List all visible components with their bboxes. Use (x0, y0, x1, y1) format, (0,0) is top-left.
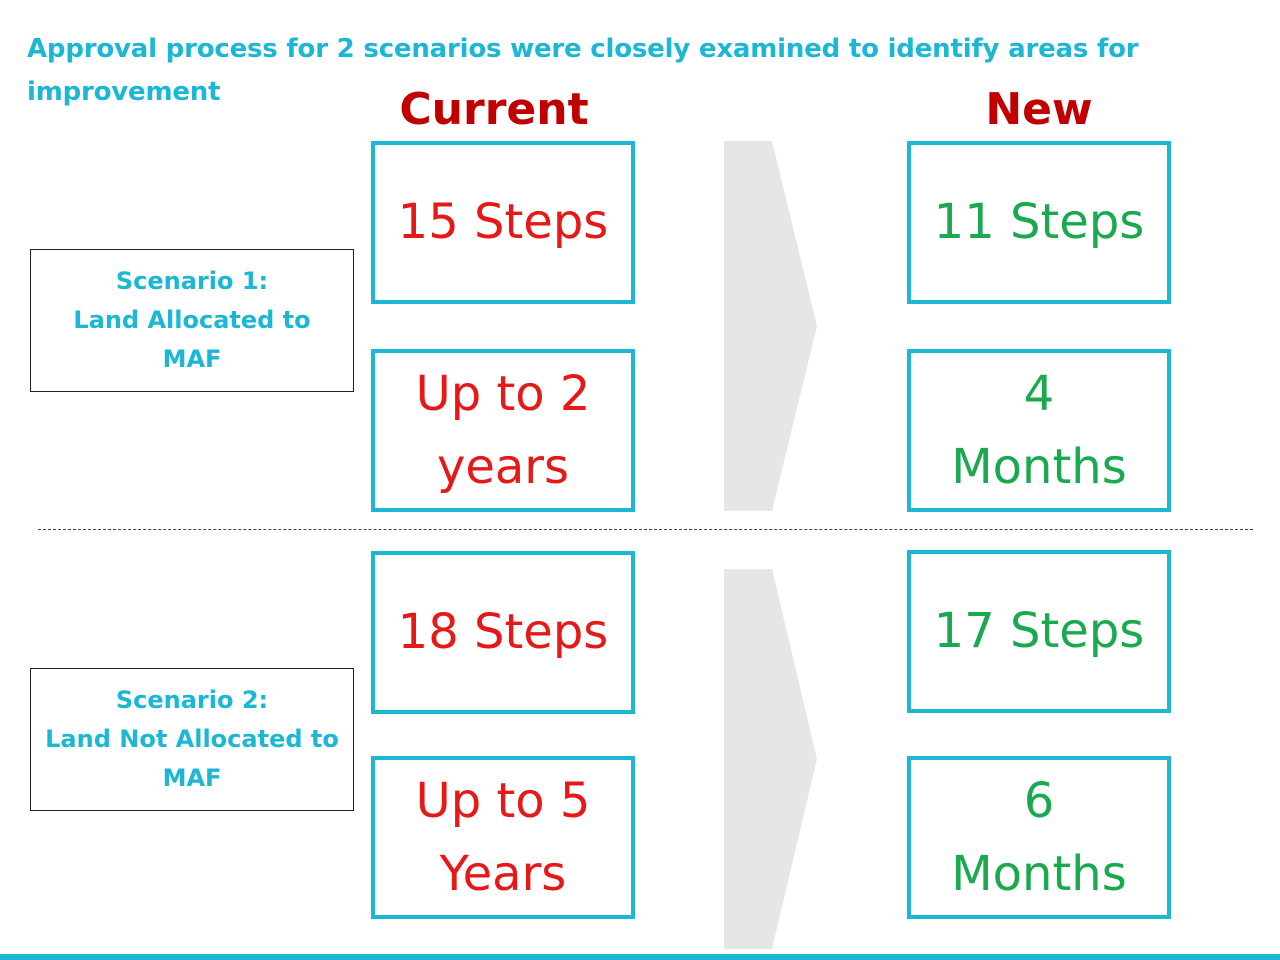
scenario-2-new-steps: 17 Steps (907, 550, 1171, 713)
scenario-1-new-steps: 11 Steps (907, 141, 1171, 304)
scenario-1-label: Scenario 1: Land Allocated to MAF (30, 249, 354, 392)
scenario-1-desc-line: MAF (162, 345, 222, 373)
scenario-1-title: Scenario 1: (115, 267, 269, 295)
scenario-1-desc-line: Land Allocated to (73, 306, 311, 334)
scenario-1-new-steps-value: 11 Steps (933, 194, 1145, 250)
scenario-2-desc-line: Land Not Allocated to (45, 725, 339, 753)
scenario-1-current-duration-line: Up to 2 (415, 365, 591, 422)
scenario-1-current-duration: Up to 2 years (371, 349, 635, 512)
footer-accent-bar (0, 954, 1280, 960)
scenario-2-current-duration: Up to 5 Years (371, 756, 635, 919)
slide-title: Approval process for 2 scenarios were cl… (27, 34, 1139, 107)
new-column-header: New (985, 84, 1093, 135)
scenario-2-new-duration-line: 6 (1023, 772, 1055, 829)
scenario-1-current-duration-line: years (436, 438, 570, 495)
scenario-1-new-duration: 4 Months (907, 349, 1171, 512)
scenario-2-new-duration: 6 Months (907, 756, 1171, 919)
chevron-arrow-shape (724, 141, 817, 511)
scenario-2-current-duration-line: Years (439, 845, 567, 902)
scenario-2-new-duration-line: Months (951, 845, 1127, 902)
scenario-1-current-steps-value: 15 Steps (397, 194, 609, 250)
scenario-2-label: Scenario 2: Land Not Allocated to MAF (30, 668, 354, 811)
scenario-1-new-duration-line: Months (951, 438, 1127, 495)
scenario-2-title: Scenario 2: (115, 686, 269, 714)
scenario-divider (38, 529, 1253, 530)
scenario-2-chevron-arrow-icon (724, 569, 817, 949)
current-column-header: Current (399, 84, 589, 135)
scenario-2-desc-line: MAF (162, 764, 222, 792)
scenario-2-current-steps-value: 18 Steps (397, 604, 609, 660)
scenario-1-current-steps: 15 Steps (371, 141, 635, 304)
scenario-1-chevron-arrow-icon (724, 141, 817, 511)
chevron-arrow-shape (724, 569, 817, 949)
scenario-2-current-duration-line: Up to 5 (415, 772, 591, 829)
scenario-2-current-steps: 18 Steps (371, 551, 635, 714)
scenario-2-new-steps-value: 17 Steps (933, 603, 1145, 659)
scenario-1-new-duration-line: 4 (1023, 365, 1055, 422)
